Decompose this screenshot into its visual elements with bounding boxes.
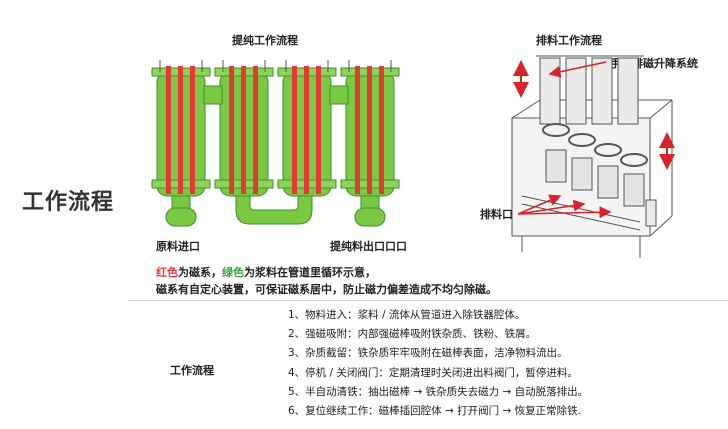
step-item: 6、复位继续工作：磁棒插回腔体 → 打开阀门 → 恢复正常除铁. — [288, 404, 581, 417]
top-connector-1 — [203, 85, 223, 105]
legend-green-word: 绿色 — [222, 266, 244, 279]
vessel-3 — [277, 60, 337, 197]
magnet-rod — [253, 66, 258, 194]
top-connector-2 — [329, 85, 349, 105]
magnet-rod — [379, 66, 384, 194]
steps-label: 工作流程 — [170, 364, 214, 377]
magnet-rod — [229, 66, 234, 194]
step-item: 4、停机 / 关闭阀门：定期清理时关闭进出料阀门，暂停进料。 — [288, 366, 578, 379]
divider — [128, 300, 728, 301]
purifier-assembly — [151, 60, 400, 227]
magnet-rod — [178, 66, 183, 194]
vessel-4 — [340, 60, 400, 197]
lift-arrows — [513, 60, 675, 170]
discharge-port-label: 排料口 — [480, 208, 513, 221]
magnet-rod — [367, 66, 372, 194]
legend-line-2: 磁系有自定心装置，可保证磁系居中，防止磁力偏差造成不均匀除磁。 — [156, 283, 497, 296]
magnet-rod — [355, 66, 360, 194]
outlet-pipe — [354, 207, 386, 227]
vessel-1 — [151, 60, 211, 197]
legend-red-word: 红色 — [156, 266, 178, 279]
vessel-2 — [214, 60, 274, 197]
legend-red-text: 为磁系， — [178, 266, 222, 279]
step-item: 1、物料进入：浆料 / 流体从管道进入除铁器腔体。 — [288, 309, 526, 321]
inlet-label: 原料进口 — [156, 240, 200, 253]
steps-list: 1、物料进入：浆料 / 流体从管道进入除铁器腔体。 2、强磁吸附：内部强磁棒吸附… — [288, 306, 588, 421]
legend-green-text: 为浆料在管道里循环示意， — [244, 266, 376, 279]
magnet-rod — [316, 66, 321, 194]
magnet-rod — [166, 66, 171, 194]
leader-arrows — [517, 61, 612, 219]
magnet-rod — [304, 66, 309, 194]
discharge-machine — [511, 55, 673, 258]
step-item: 2、强磁吸附：内部强磁棒吸附铁杂质、铁粉、铁屑。 — [288, 328, 537, 341]
step-item: 5、半自动清铁：抽出磁棒 → 铁杂质失去磁力 → 自动脱落排出。 — [288, 385, 589, 398]
discharge-diagram-title: 排料工作流程 — [536, 34, 602, 47]
magnet-rod — [292, 66, 297, 194]
bottom-u-pipe — [235, 195, 313, 225]
magnet-rod — [190, 66, 195, 194]
section-title: 工作流程 — [22, 190, 115, 215]
magnet-rod — [241, 66, 246, 194]
step-item: 3、杂质截留：铁杂质牢牢吸附在磁棒表面，洁净物料流出。 — [288, 347, 568, 360]
outlet-label: 提纯料出口口口 — [330, 240, 407, 253]
process-diagrams — [151, 55, 675, 258]
inlet-pipe — [165, 207, 197, 227]
color-legend: 红色为磁系，绿色为浆料在管道里循环示意， 磁系有自定心装置，可保证磁系居中，防止… — [156, 264, 497, 298]
purify-diagram-title: 提纯工作流程 — [232, 34, 298, 47]
